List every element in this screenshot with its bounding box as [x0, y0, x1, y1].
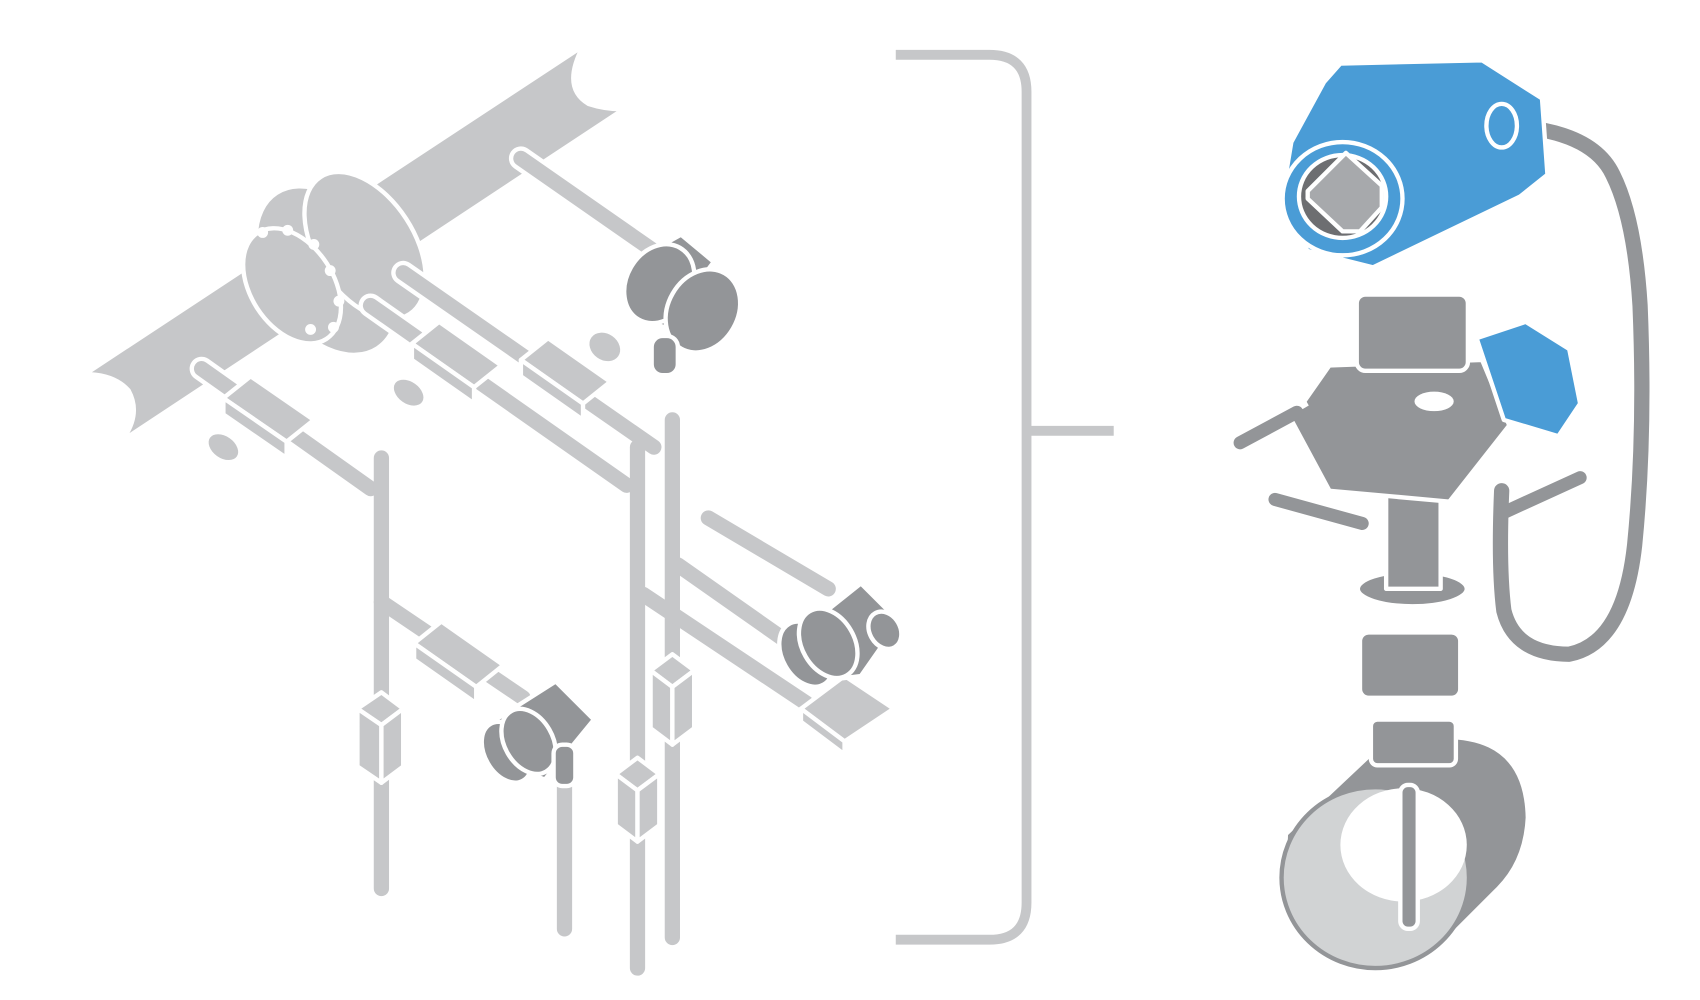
- comparison-bracket: [895, 49, 1114, 945]
- flange-bolts: [257, 224, 345, 335]
- integrated-flowmeter: [1233, 58, 1650, 971]
- probe-body: [1233, 292, 1587, 768]
- traditional-installation: [82, 43, 904, 981]
- remote-cable: [1492, 118, 1650, 662]
- conduit-port: [1484, 101, 1520, 150]
- block-valves: [204, 319, 896, 844]
- lcd-display-icon: [1305, 150, 1384, 234]
- impulse-lines: [189, 146, 841, 981]
- averaging-pitot-probe: [1398, 782, 1420, 931]
- traditional-transmitters: [479, 232, 904, 789]
